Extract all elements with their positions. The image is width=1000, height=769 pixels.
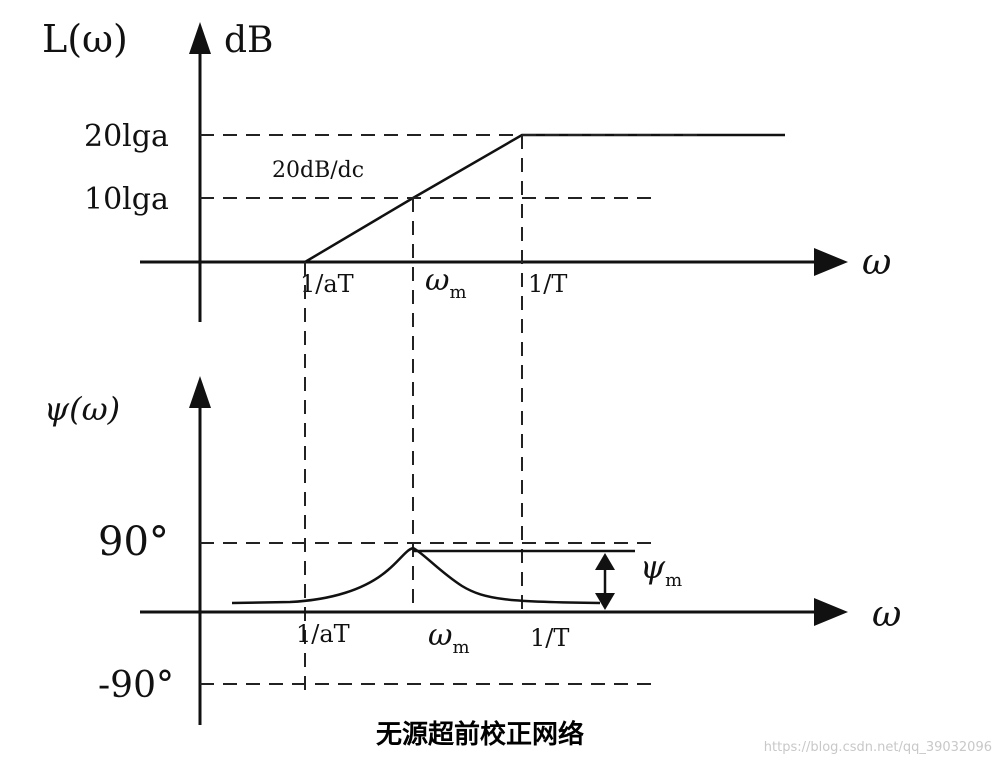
magnitude-y-unit: dB	[224, 20, 274, 61]
phase-x-axis-arrow	[814, 598, 848, 626]
magnitude-x-tick-2: ωm	[425, 263, 467, 303]
max-phase-label: ψm	[640, 548, 682, 591]
phase-plot: ψ(ω) ω 90° -90° 1/aT ωm 1/T ψm	[44, 376, 901, 725]
max-phase-arrow-down	[595, 593, 615, 610]
y-tick-plus-90: 90°	[98, 519, 169, 565]
phase-y-axis-label: ψ(ω)	[44, 390, 120, 428]
phase-x-axis-label: ω	[872, 594, 901, 635]
magnitude-x-tick-1: 1/aT	[300, 270, 354, 298]
y-tick-mid: 10lga	[84, 182, 169, 217]
figure-caption: 无源超前校正网络	[375, 720, 584, 750]
phase-x-tick-2: ωm	[428, 618, 470, 658]
y-tick-minus-90: -90°	[98, 665, 174, 706]
slope-label: 20dB/dc	[272, 158, 364, 183]
magnitude-plot: L(ω) dB ω 20lga 10lga 20dB/dc 1/aT ωm 1/…	[42, 17, 891, 322]
magnitude-x-tick-3: 1/T	[528, 270, 567, 298]
magnitude-x-axis-arrow	[814, 248, 848, 276]
magnitude-y-axis-arrow	[189, 22, 211, 54]
magnitude-curve	[304, 133, 785, 264]
max-phase-arrow-up	[595, 553, 615, 570]
magnitude-x-axis-label: ω	[862, 242, 891, 283]
phase-x-tick-1: 1/aT	[296, 620, 350, 648]
magnitude-y-axis-label: L(ω)	[42, 17, 128, 61]
frequency-guides	[304, 135, 523, 690]
phase-y-axis-arrow	[189, 376, 211, 408]
phase-curve	[231, 546, 601, 605]
phase-x-tick-3: 1/T	[530, 624, 569, 652]
y-tick-high: 20lga	[84, 119, 169, 154]
source-watermark: https://blog.csdn.net/qq_39032096	[763, 740, 992, 755]
